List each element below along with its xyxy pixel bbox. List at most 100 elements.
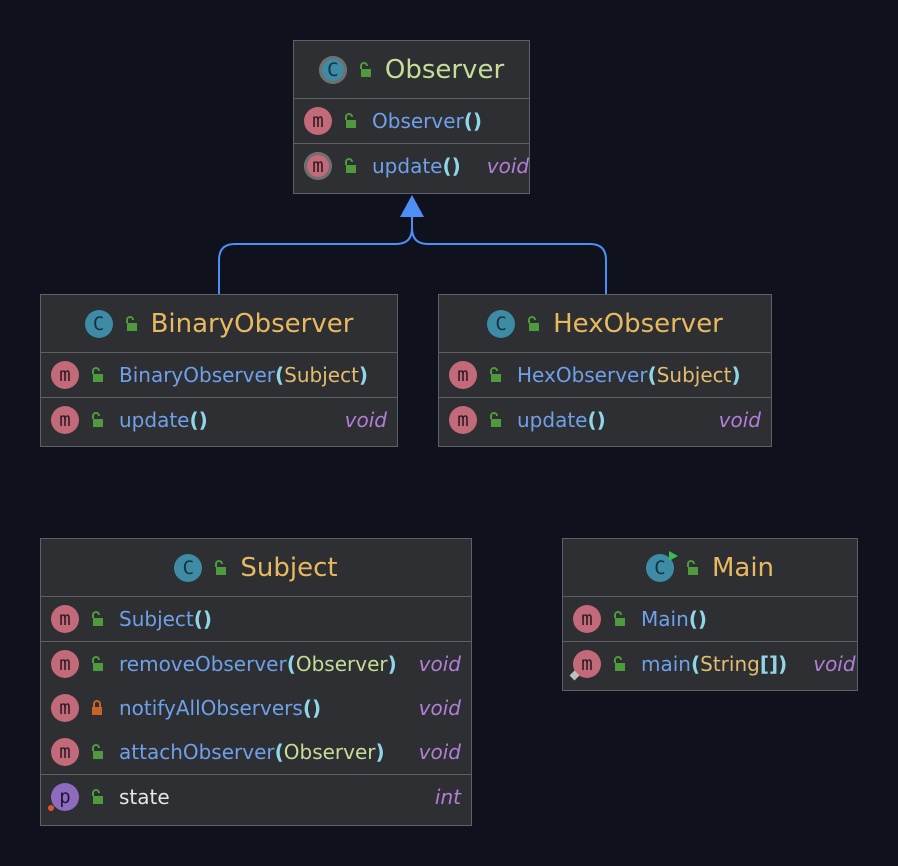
inheritance-arrowhead — [400, 195, 424, 217]
return-type: void — [344, 408, 387, 432]
member-row[interactable]: p state int — [41, 774, 471, 819]
paren-close: ) — [202, 607, 213, 631]
class-name: Subject — [240, 552, 338, 583]
member-row[interactable]: m Observer() — [294, 99, 529, 143]
public-lock-icon — [359, 61, 371, 77]
method-name: update — [517, 408, 588, 432]
field-type: int — [434, 785, 461, 809]
member-row[interactable]: m main(String[]) void — [563, 641, 857, 686]
paren-open: ( — [286, 652, 296, 676]
public-lock-icon — [92, 412, 103, 427]
return-type: void — [718, 408, 761, 432]
class-observer[interactable]: C Observer m Observer() m update() void — [293, 40, 530, 194]
member-row[interactable]: m removeObserver(Observer) void — [41, 641, 471, 686]
paren-open: ( — [193, 607, 203, 631]
paren-close: ) — [451, 154, 461, 178]
public-lock-icon — [490, 412, 501, 427]
class-icon: C — [84, 309, 113, 338]
method-name: attachObserver — [119, 740, 275, 764]
member-row[interactable]: m update() void — [294, 143, 529, 188]
member-row[interactable]: m Main() — [563, 597, 857, 641]
method-name: Main — [641, 607, 689, 631]
static-method-icon: m — [569, 650, 601, 681]
return-type: void — [418, 652, 461, 676]
class-icon: C — [487, 309, 516, 338]
member-row[interactable]: m update() void — [439, 397, 771, 442]
class-subject[interactable]: C Subject m Subject() m removeObserver(O… — [40, 538, 472, 826]
member-row[interactable]: m HexObserver(Subject) — [439, 353, 771, 397]
class-name: Main — [711, 552, 775, 583]
param-type: Subject — [656, 363, 732, 387]
method-name: Subject — [119, 607, 194, 631]
method-name: main — [641, 652, 691, 676]
property-icon: p — [48, 783, 79, 811]
paren-open: ( — [442, 154, 452, 178]
method-icon: m — [51, 694, 79, 722]
paren-close: ) — [778, 652, 788, 676]
param-type: Subject — [284, 363, 359, 387]
return-type: void — [418, 740, 461, 764]
class-hex-observer[interactable]: C HexObserver m HexObserver(Subject) m u… — [438, 294, 772, 447]
binary-observer-inherits-line — [218, 216, 413, 294]
field-marker-icon — [48, 805, 54, 811]
paren-close: ) — [731, 363, 741, 387]
public-lock-icon — [614, 656, 625, 671]
paren-open: ( — [688, 607, 698, 631]
public-lock-icon — [490, 367, 501, 382]
class-icon: C — [174, 553, 203, 582]
method-icon: m — [304, 107, 332, 135]
method-name: Observer — [372, 109, 464, 133]
class-name: HexObserver — [553, 308, 723, 339]
paren-open: ( — [274, 740, 284, 764]
param-type: Observer — [283, 740, 376, 764]
paren-close: ) — [596, 408, 606, 432]
paren-open: ( — [275, 363, 285, 387]
paren-close: ) — [198, 408, 208, 432]
public-lock-icon — [92, 656, 103, 671]
run-triangle-icon — [668, 550, 678, 561]
hex-observer-inherits-line — [411, 216, 607, 294]
class-header: C BinaryObserver — [41, 295, 397, 353]
public-lock-icon — [215, 559, 227, 575]
runnable-class-icon: C — [645, 550, 678, 582]
member-row[interactable]: m notifyAllObservers() void — [41, 686, 471, 730]
method-letter: m — [581, 653, 593, 675]
method-name: BinaryObserver — [119, 363, 276, 387]
class-header: C Subject — [41, 539, 471, 597]
class-header: C HexObserver — [439, 295, 771, 353]
class-main[interactable]: C Main m Main() m main(String[]) void — [562, 538, 858, 691]
class-letter: C — [654, 556, 666, 579]
public-lock-icon — [92, 367, 103, 382]
paren-open: ( — [302, 696, 312, 720]
public-lock-icon — [92, 744, 103, 759]
abstract-class-icon: C — [318, 55, 347, 84]
private-lock-icon — [92, 700, 102, 715]
paren-open: ( — [647, 363, 657, 387]
member-row[interactable]: m BinaryObserver(Subject) — [41, 353, 397, 397]
param-type: String — [700, 652, 760, 676]
method-icon: m — [51, 406, 79, 434]
member-row[interactable]: m update() void — [41, 397, 397, 442]
paren-close: ) — [358, 363, 369, 387]
class-binary-observer[interactable]: C BinaryObserver m BinaryObserver(Subjec… — [40, 294, 398, 447]
public-lock-icon — [125, 315, 137, 331]
method-name: removeObserver — [119, 652, 287, 676]
method-name: HexObserver — [517, 363, 648, 387]
method-name: notifyAllObservers — [119, 696, 303, 720]
public-lock-icon — [614, 611, 625, 626]
paren-close: ) — [697, 607, 708, 631]
public-lock-icon — [686, 559, 698, 575]
return-type: void — [813, 652, 856, 676]
public-lock-icon — [345, 158, 356, 173]
method-icon: m — [51, 361, 79, 389]
method-icon: m — [449, 361, 477, 389]
public-lock-icon — [528, 315, 540, 331]
paren-open: ( — [690, 652, 701, 676]
paren-close: ) — [387, 652, 397, 676]
method-icon: m — [51, 738, 79, 766]
method-icon: m — [573, 605, 601, 633]
member-row[interactable]: m attachObserver(Observer) void — [41, 730, 471, 774]
paren-open: ( — [463, 109, 473, 133]
member-row[interactable]: m Subject() — [41, 597, 471, 641]
